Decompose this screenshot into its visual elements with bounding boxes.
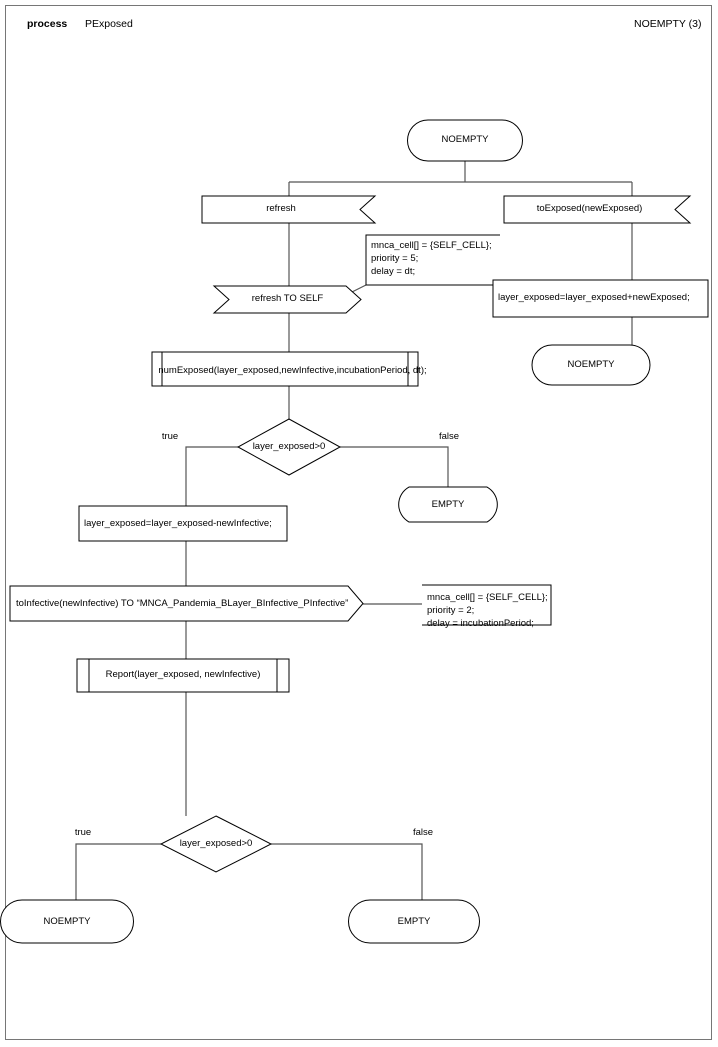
state-empty-end-label: EMPTY [397, 916, 431, 927]
shape-state-empty-end [349, 900, 480, 943]
comment-toinfective-line-3: delay = incubationPeriod; [427, 618, 534, 629]
state-start-label: NOEMPTY [441, 134, 489, 145]
shape-call-numexposed [152, 352, 418, 386]
shape-task-sub-infective [79, 506, 287, 541]
conn-decision1-false [340, 447, 448, 487]
decision-2-label: layer_exposed>0 [179, 838, 253, 849]
shape-decision-2 [161, 816, 271, 872]
decision-1-false-label: false [438, 431, 460, 442]
call-numexposed-label: numExposed(layer_exposed,newInfective,in… [158, 365, 427, 376]
comment-toinfective-line-2: priority = 2; [427, 605, 475, 616]
comment-refresh-line-1: mnca_cell[] = {SELF_CELL}; [371, 240, 492, 251]
output-refresh-self-label: refresh TO SELF [251, 293, 324, 304]
output-toinfective-label: toInfective(newInfective) TO “MNCA_Pande… [16, 598, 349, 609]
task-sub-infective-label: layer_exposed=layer_exposed-newInfective… [84, 518, 272, 529]
shape-comment-refresh [366, 235, 500, 285]
shape-input-toexposed [504, 196, 690, 223]
page-border [5, 5, 712, 1040]
header-page-label: NOEMPTY (3) [634, 18, 702, 30]
state-noempty-end-label: NOEMPTY [43, 916, 91, 927]
conn-decision2-false [271, 844, 422, 900]
shape-decision-1 [238, 419, 340, 475]
shape-state-empty-1 [399, 487, 498, 522]
comment-refresh-line-3: delay = dt; [371, 266, 416, 277]
comment-toinfective-line-1: mnca_cell[] = {SELF_CELL}; [427, 592, 548, 603]
shape-state-right-noempty [532, 345, 650, 385]
shape-output-toinfective [10, 586, 363, 621]
state-empty-1-label: EMPTY [431, 499, 465, 510]
conn-decision1-true [186, 447, 238, 506]
call-report-label: Report(layer_exposed, newInfective) [105, 669, 261, 680]
input-toexposed-label: toExposed(newExposed) [536, 203, 643, 214]
decision-1-true-label: true [161, 431, 179, 442]
decision-2-false-label: false [412, 827, 434, 838]
shape-input-refresh [202, 196, 375, 223]
task-add-exposed-label: layer_exposed=layer_exposed+newExposed; [498, 292, 690, 303]
shape-comment-toinfective [422, 585, 551, 625]
input-refresh-label: refresh [266, 203, 296, 214]
shape-output-refresh-self [214, 286, 361, 313]
shape-task-add-exposed [493, 280, 708, 317]
state-right-noempty-label: NOEMPTY [567, 359, 615, 370]
shape-call-report [77, 659, 289, 692]
header-kind-label: process [27, 18, 68, 30]
shape-state-noempty-end [1, 900, 134, 943]
decision-2-true-label: true [74, 827, 92, 838]
conn-decision2-true [76, 844, 161, 900]
decision-1-label: layer_exposed>0 [252, 441, 326, 452]
comment-refresh-line-2: priority = 5; [371, 253, 419, 264]
shape-state-start [407, 120, 522, 161]
header-process-name: PExposed [85, 18, 133, 30]
